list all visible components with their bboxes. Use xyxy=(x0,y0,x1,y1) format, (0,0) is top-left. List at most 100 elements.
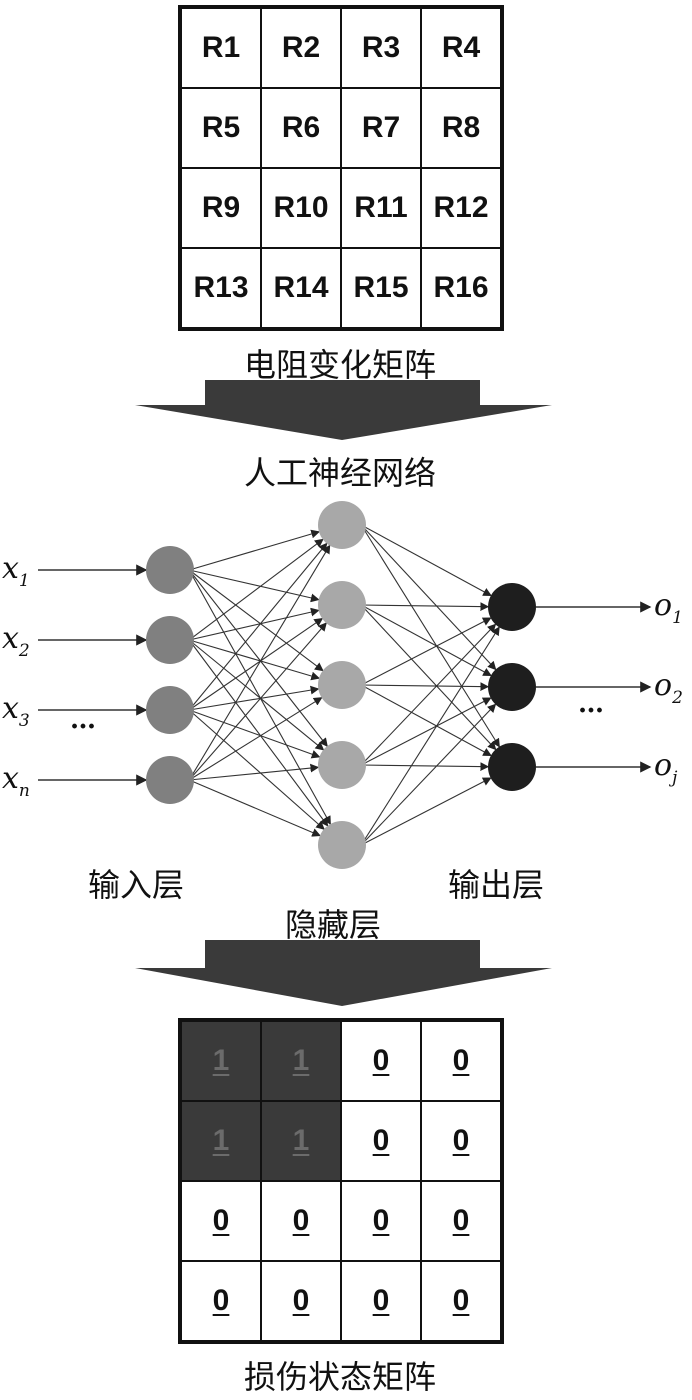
damaged-cell: 1 xyxy=(261,1101,341,1181)
damaged-cell: 1 xyxy=(181,1021,261,1101)
damage-state-value: 0 xyxy=(452,1284,470,1317)
connection-edge xyxy=(360,524,500,748)
input-node xyxy=(146,756,194,804)
damage-state-value: 0 xyxy=(372,1284,390,1317)
connection-edge xyxy=(188,542,328,711)
hidden-node xyxy=(318,741,366,789)
damage-state-value: 0 xyxy=(212,1204,230,1237)
intact-cell: 0 xyxy=(341,1101,421,1181)
connection-edge xyxy=(188,569,324,672)
intact-cell: 0 xyxy=(341,1021,421,1101)
resistance-matrix-caption: 电阻变化矩阵 xyxy=(244,346,437,384)
connection-edge xyxy=(188,622,327,781)
output-node xyxy=(488,583,536,631)
connection-edge xyxy=(188,779,321,837)
connection-edge xyxy=(188,617,324,711)
connection-edge xyxy=(360,697,492,766)
resistance-cell: R11 xyxy=(341,168,421,248)
resistance-cell: R7 xyxy=(341,88,421,168)
input-ellipsis: … xyxy=(70,705,96,735)
resistance-cell: R12 xyxy=(421,168,501,248)
input-variable-label: x1 xyxy=(2,551,30,591)
connection-edge xyxy=(360,626,500,846)
output-variable-label: oj xyxy=(654,748,678,788)
damage-state-value: 0 xyxy=(452,1204,470,1237)
output-variable-label: o2 xyxy=(654,668,683,708)
connection-edge xyxy=(361,762,490,771)
connection-edge xyxy=(188,569,328,747)
damage-state-value: 0 xyxy=(452,1044,470,1077)
intact-cell: 0 xyxy=(261,1181,341,1261)
flow-arrow-2 xyxy=(135,940,552,1006)
connection-edge xyxy=(360,604,492,677)
damage-state-value: 1 xyxy=(292,1044,310,1077)
connection-edge xyxy=(360,524,492,597)
damage-state-value: 0 xyxy=(292,1284,310,1317)
connection-edge xyxy=(188,639,325,751)
intact-cell: 0 xyxy=(181,1261,261,1341)
intact-cell: 0 xyxy=(341,1261,421,1341)
network-title: 人工神经网络 xyxy=(244,454,437,492)
connection-edge xyxy=(189,709,321,759)
output-layer-label: 输出层 xyxy=(448,866,545,904)
hidden-node xyxy=(318,661,366,709)
input-variable-label: x3 xyxy=(2,691,30,731)
intact-cell: 0 xyxy=(421,1101,501,1181)
output-variable-label: o1 xyxy=(654,588,683,628)
resistance-cell: R14 xyxy=(261,248,341,328)
connection-edge xyxy=(188,538,324,641)
hidden-node xyxy=(318,581,366,629)
damaged-cell: 1 xyxy=(261,1021,341,1101)
intact-cell: 0 xyxy=(341,1181,421,1261)
damage-state-value: 0 xyxy=(452,1124,470,1157)
output-node xyxy=(488,663,536,711)
connection-edge xyxy=(189,529,321,571)
resistance-cell: R13 xyxy=(181,248,261,328)
resistance-cell: R16 xyxy=(421,248,501,328)
connection-edge xyxy=(360,684,492,757)
input-layer-label: 输入层 xyxy=(88,866,185,904)
intact-cell: 0 xyxy=(261,1261,341,1341)
input-variable-label: x2 xyxy=(2,621,30,661)
resistance-cell: R5 xyxy=(181,88,261,168)
connection-edge xyxy=(188,697,323,781)
damage-state-value: 0 xyxy=(372,1124,390,1157)
connection-edge xyxy=(188,569,331,825)
connection-edge xyxy=(188,709,325,830)
connection-edge xyxy=(188,544,331,781)
resistance-cell: R10 xyxy=(261,168,341,248)
connection-edge xyxy=(189,685,320,711)
damage-state-value: 0 xyxy=(372,1204,390,1237)
damaged-cell: 1 xyxy=(181,1101,261,1181)
output-ellipsis: … xyxy=(578,689,604,719)
resistance-cell: R9 xyxy=(181,168,261,248)
damage-state-value: 0 xyxy=(372,1044,390,1077)
connection-edge xyxy=(360,623,497,766)
input-node xyxy=(146,616,194,664)
hidden-layer-label: 隐藏层 xyxy=(285,906,382,944)
intact-cell: 0 xyxy=(421,1021,501,1101)
resistance-cell: R8 xyxy=(421,88,501,168)
connection-edge xyxy=(189,763,320,781)
hidden-node xyxy=(318,821,366,869)
damage-matrix-caption: 损伤状态矩阵 xyxy=(244,1358,437,1396)
resistance-cell: R1 xyxy=(181,8,261,88)
damage-state-value: 1 xyxy=(292,1124,310,1157)
input-node xyxy=(146,686,194,734)
resistance-cell: R15 xyxy=(341,248,421,328)
damage-state-value: 0 xyxy=(292,1204,310,1237)
connection-edge xyxy=(360,604,497,751)
intact-cell: 0 xyxy=(181,1181,261,1261)
resistance-cell: R2 xyxy=(261,8,341,88)
intact-cell: 0 xyxy=(421,1181,501,1261)
damage-state-value: 1 xyxy=(212,1044,230,1077)
connection-edge xyxy=(189,607,320,641)
hidden-node xyxy=(318,501,366,549)
damage-state-value: 0 xyxy=(212,1284,230,1317)
connection-edge xyxy=(360,524,497,671)
connection-edge xyxy=(360,617,492,686)
neural-network-diagram: x1x2x3xn…o1o2oj… xyxy=(2,501,683,869)
connection-edge xyxy=(188,639,329,827)
